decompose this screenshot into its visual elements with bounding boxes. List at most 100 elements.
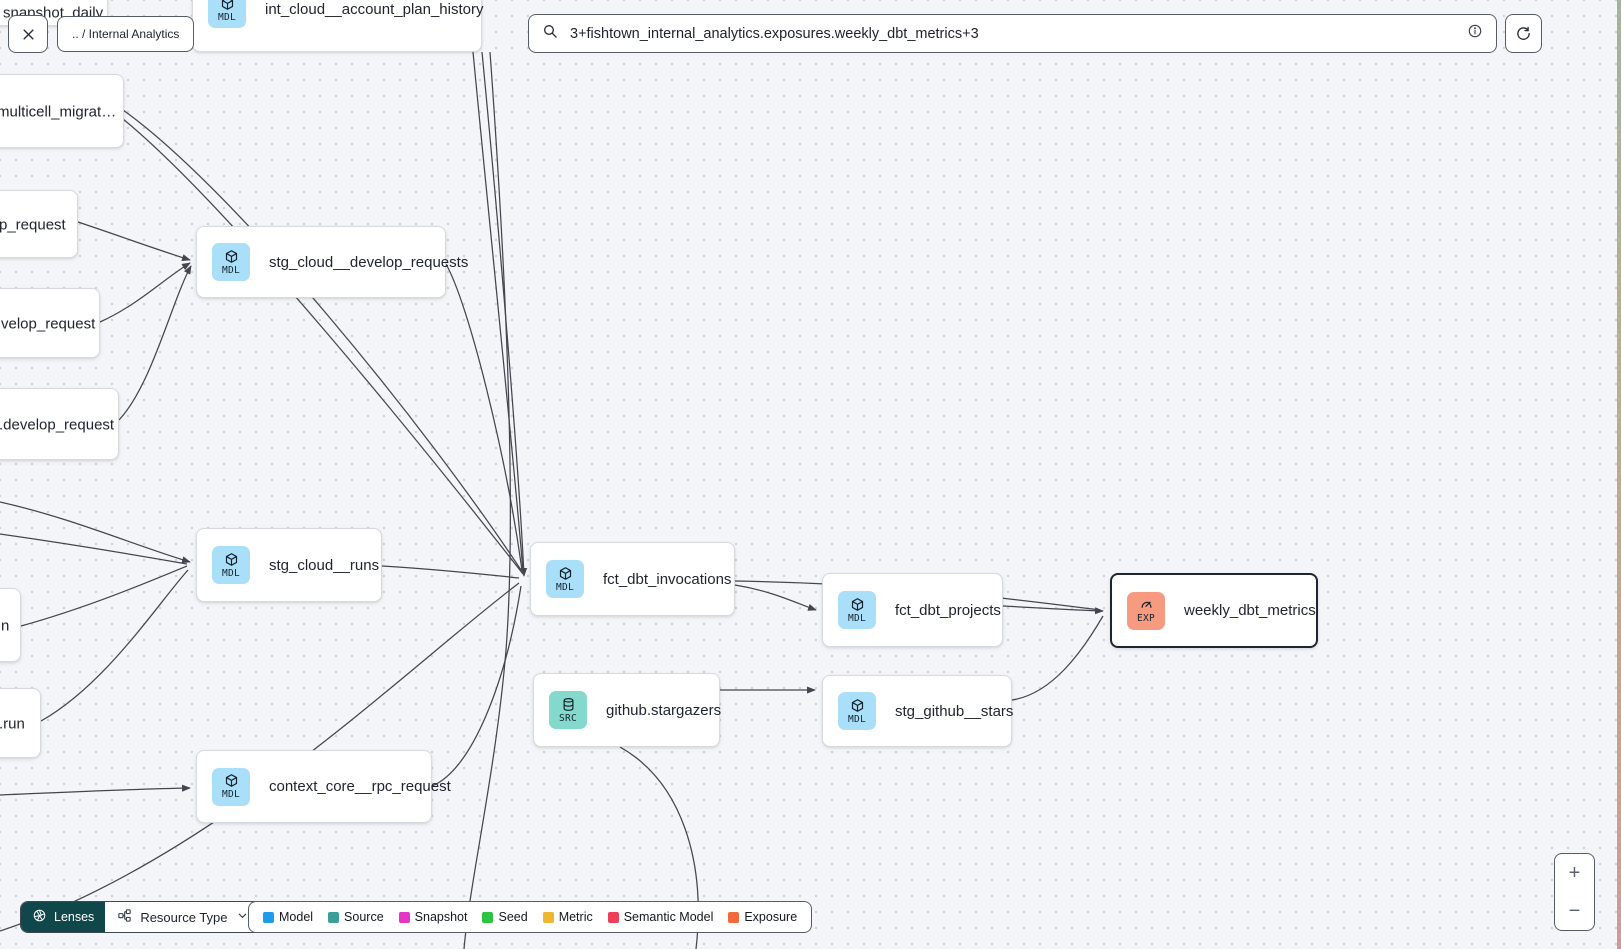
graph-node-fct_dbt_projects[interactable]: MDL fct_dbt_projects xyxy=(822,573,1003,647)
search-icon xyxy=(542,23,558,44)
graph-node-int_cloud__account_plan_history[interactable]: MDL int_cloud__account_plan_history xyxy=(192,0,484,52)
breadcrumb-label: .. / Internal Analytics xyxy=(72,27,180,41)
legend-label: Metric xyxy=(558,910,593,924)
lineage-edge xyxy=(40,569,189,722)
lineage-edge xyxy=(0,533,188,565)
graph-node-snapshot_daily[interactable]: snapshot_daily xyxy=(0,0,108,26)
resource-type-badge: MDL xyxy=(546,560,584,598)
lenses-icon xyxy=(32,908,47,926)
legend-label: Seed xyxy=(498,910,528,924)
legend-label: Model xyxy=(279,910,314,924)
node-label: int_cloud__account_plan_history xyxy=(265,0,484,18)
badge-label: MDL xyxy=(221,789,241,801)
badge-label: MDL xyxy=(221,567,241,579)
lineage-edge xyxy=(472,51,524,573)
close-button[interactable] xyxy=(8,15,48,53)
resource-type-badge: MDL xyxy=(212,243,250,281)
node-label: fct_dbt_projects xyxy=(895,601,1001,619)
lineage-edge xyxy=(1002,605,1104,615)
node-label: stg_github__stars xyxy=(895,702,1014,720)
node-label: fct_dbt_invocations xyxy=(603,570,732,588)
lenses-label: Lenses xyxy=(54,910,95,924)
legend-label: Snapshot xyxy=(414,910,468,924)
legend-item: Seed xyxy=(482,910,528,924)
node-label: .run xyxy=(0,715,25,733)
badge-label: EXP xyxy=(1136,613,1156,625)
legend-swatch xyxy=(263,911,274,923)
graph-node-fct_dbt_invocations[interactable]: MDL fct_dbt_invocations xyxy=(530,542,735,616)
zoom-out-button[interactable]: − xyxy=(1555,892,1594,930)
lineage-edge xyxy=(99,262,191,323)
legend-swatch xyxy=(328,911,340,923)
node-label: .develop_request xyxy=(0,416,115,434)
chevron-down-icon xyxy=(236,909,249,925)
graph-node-develop_request[interactable]: .develop_request xyxy=(0,388,119,460)
badge-label: MDL xyxy=(217,11,237,23)
legend-label: Semantic Model xyxy=(623,910,714,924)
graph-node-github.stargazers[interactable]: SRC github.stargazers xyxy=(533,673,722,747)
lineage-edge xyxy=(734,584,817,611)
legend-item: Semantic Model xyxy=(607,910,714,924)
resource-type-badge: MDL xyxy=(208,0,246,28)
legend-item: Source xyxy=(328,910,384,924)
graph-node-run_node[interactable]: .run xyxy=(0,688,41,758)
badge-label: MDL xyxy=(847,612,867,624)
graph-node-p_request[interactable]: p_request xyxy=(0,190,78,258)
lineage-edge xyxy=(1011,615,1104,701)
resource-type-dropdown[interactable]: Resource Type xyxy=(105,902,261,932)
node-label: multicell_migrat… xyxy=(0,103,117,121)
resource-type-badge: SRC xyxy=(549,691,587,729)
legend-label: Exposure xyxy=(744,910,798,924)
lineage-edge xyxy=(481,51,528,577)
lineage-edge xyxy=(0,501,191,564)
lineage-edge xyxy=(20,565,188,627)
close-icon xyxy=(21,27,36,42)
lineage-edge xyxy=(381,565,520,579)
legend-swatch xyxy=(728,911,740,923)
resource-type-badge: MDL xyxy=(838,692,876,730)
lineage-edge xyxy=(77,221,191,262)
search-input[interactable] xyxy=(568,24,1457,43)
zoom-controls: + − xyxy=(1554,853,1595,931)
lineage-edge xyxy=(463,51,511,949)
zoom-in-button[interactable]: + xyxy=(1555,854,1594,892)
lineage-edge xyxy=(118,265,192,421)
node-label: weekly_dbt_metrics xyxy=(1184,602,1316,619)
legend-swatch xyxy=(482,911,494,923)
legend-item: Metric xyxy=(542,910,593,924)
node-label: github.stargazers xyxy=(606,701,722,719)
node-label: velop_request xyxy=(1,315,96,333)
graph-node-multicell_migrat[interactable]: multicell_migrat… xyxy=(0,74,124,148)
graph-node-velop_request[interactable]: velop_request xyxy=(0,288,100,358)
legend-swatch xyxy=(607,911,619,923)
breadcrumb[interactable]: .. / Internal Analytics xyxy=(57,16,195,52)
badge-label: SRC xyxy=(558,712,578,724)
graph-node-stg_github__stars[interactable]: MDL stg_github__stars xyxy=(822,675,1014,747)
legend-label: Source xyxy=(344,910,384,924)
model-icon xyxy=(558,566,573,581)
resource-type-badge: MDL xyxy=(212,546,250,584)
exposure-icon xyxy=(1139,597,1154,612)
legend-item: Model xyxy=(263,910,313,924)
legend-item: Snapshot xyxy=(398,910,468,924)
lineage-edge xyxy=(122,118,524,575)
lenses-button[interactable]: Lenses xyxy=(21,902,106,932)
model-icon xyxy=(224,773,239,788)
model-icon xyxy=(220,0,235,11)
resource-type-icon xyxy=(117,908,132,926)
legend-item: Exposure xyxy=(728,910,797,924)
model-icon xyxy=(224,249,239,264)
graph-node-weekly_dbt_metrics[interactable]: EXP weekly_dbt_metrics xyxy=(1110,573,1318,648)
badge-label: MDL xyxy=(555,581,575,593)
graph-node-n_node[interactable]: n xyxy=(0,588,21,662)
lineage-edge xyxy=(0,784,191,796)
model-icon xyxy=(224,552,239,567)
node-label: p_request xyxy=(0,216,66,234)
info-icon[interactable] xyxy=(1467,23,1483,44)
model-icon xyxy=(850,698,865,713)
refresh-button[interactable] xyxy=(1505,14,1542,53)
resource-type-legend: Model Source Snapshot Seed Metric Semantic Mo… xyxy=(248,901,813,933)
